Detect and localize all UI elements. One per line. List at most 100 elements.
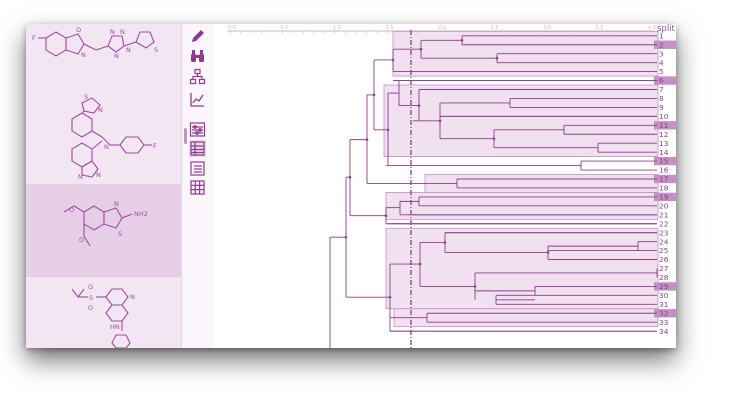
table-icon[interactable] [189,140,206,157]
tree-node[interactable] [348,175,352,179]
tree-node[interactable] [344,235,348,239]
leaf-label[interactable]: 7 [659,85,664,94]
leaf-label[interactable]: 28 [659,273,669,282]
pencil-icon[interactable] [189,28,206,45]
sliders-icon[interactable] [189,121,206,138]
tree-node[interactable] [417,104,421,107]
leaf-label[interactable]: 29 [659,282,669,291]
leaf-label[interactable]: 2 [659,40,664,49]
atom-label: N [78,173,83,181]
leaf-highlight[interactable] [654,76,676,85]
leaf-highlight[interactable] [654,121,676,130]
leaf-label[interactable]: 21 [659,210,669,219]
leaf-highlight[interactable] [654,309,676,318]
app-window: F O N N N N N S [26,24,676,348]
axis-tick-label: 4.0 [648,25,656,31]
tree-node[interactable] [495,56,499,60]
tree-node[interactable] [384,214,388,217]
atom-label: N [98,106,103,114]
axis-tick-label: 3.0 [543,25,551,31]
molecule-card[interactable]: O S O N HN [26,277,181,348]
line-chart-icon[interactable] [189,91,206,108]
panel-resize-handle[interactable] [184,128,187,144]
leaf-label[interactable]: 27 [659,264,669,273]
leaf-label[interactable]: 16 [659,166,669,175]
leaf-label[interactable]: 12 [659,130,668,139]
tree-node[interactable] [388,295,392,299]
atom-label: O [69,206,74,214]
leaf-label[interactable]: 33 [659,318,669,327]
leaf-label[interactable]: 8 [659,94,664,103]
leaf-label[interactable]: 20 [659,201,669,210]
leaf-highlight[interactable] [654,282,676,291]
molecule-card[interactable]: F O N N N N N S [26,24,181,91]
leaf-label[interactable]: 15 [659,157,669,166]
tree-node[interactable] [443,241,447,244]
leaf-label[interactable]: 19 [659,193,669,202]
leaf-highlight[interactable] [654,156,676,166]
leaf-label[interactable]: 9 [659,103,664,112]
leaf-label[interactable]: 13 [659,139,669,148]
cluster-region[interactable] [393,308,659,328]
list-icon[interactable] [189,160,206,177]
leaf-labels: 1234567891011121314151617181920212223242… [659,31,669,335]
tree-node[interactable] [419,47,423,51]
cluster-region[interactable] [385,227,659,310]
tree-node[interactable] [460,38,464,42]
leaf-label[interactable]: 3 [659,49,664,58]
leaf-label[interactable]: 31 [659,300,669,309]
leaf-label[interactable]: 5 [659,67,664,76]
leaf-label[interactable]: 6 [659,76,664,85]
atom-label: O [88,304,93,312]
grid-icon[interactable] [189,179,206,196]
cluster-region[interactable] [424,174,659,193]
atom-label: S [118,230,122,238]
atom-label: S [84,93,88,101]
molecule-card[interactable]: S N N N F N [26,91,181,184]
atom-label: N [114,52,119,60]
tree-node[interactable] [418,262,422,266]
leaf-highlight[interactable] [654,174,676,184]
leaf-label[interactable]: 10 [659,112,669,121]
leaf-label[interactable]: 17 [659,175,669,184]
leaf-label[interactable]: 32 [659,309,668,318]
tree-node[interactable] [546,251,550,254]
molecule-card[interactable]: S NH2 N O O [26,184,181,277]
atom-label: F [32,34,36,42]
axis-tick-label: 2.0 [438,25,446,31]
tree-node[interactable] [386,128,390,132]
leaf-label[interactable]: 11 [659,121,669,130]
atom-label: S [154,46,158,54]
leaf-label[interactable]: 25 [659,246,669,255]
leaf-label[interactable]: 1 [659,31,664,40]
leaf-label[interactable]: 22 [659,219,668,228]
leaf-label[interactable]: 26 [659,255,669,264]
tree-node[interactable] [492,137,496,141]
leaf-label[interactable]: 30 [659,291,669,300]
hierarchy-icon[interactable] [189,68,206,85]
leaf-label[interactable]: 24 [659,237,669,246]
tree-node[interactable] [438,119,442,123]
leaf-label[interactable]: 34 [659,327,669,336]
binoculars-icon[interactable] [189,48,206,65]
leaf-highlight[interactable] [654,40,676,49]
tree-node[interactable] [372,93,376,97]
atom-label: F [153,142,157,150]
atom-label: N [126,46,131,54]
molecule-structure: F O N N N N N S [26,24,181,91]
leaf-label[interactable]: 18 [659,184,669,193]
atom-label: N [81,51,86,59]
tree-node[interactable] [365,138,369,141]
tree-node[interactable] [473,285,477,288]
leaf-highlight[interactable] [654,192,676,202]
molecule-panel[interactable]: F O N N N N N S [26,24,181,348]
leaf-label[interactable]: 4 [659,58,664,67]
leaf-label[interactable]: 14 [659,148,669,157]
axis-tick-label: 0.0 [228,25,236,31]
leaf-label[interactable]: 23 [659,228,669,237]
tree-node[interactable] [391,58,395,62]
dendrogram-tree [329,35,658,348]
axis-tick-label: 0.5 [281,25,289,31]
